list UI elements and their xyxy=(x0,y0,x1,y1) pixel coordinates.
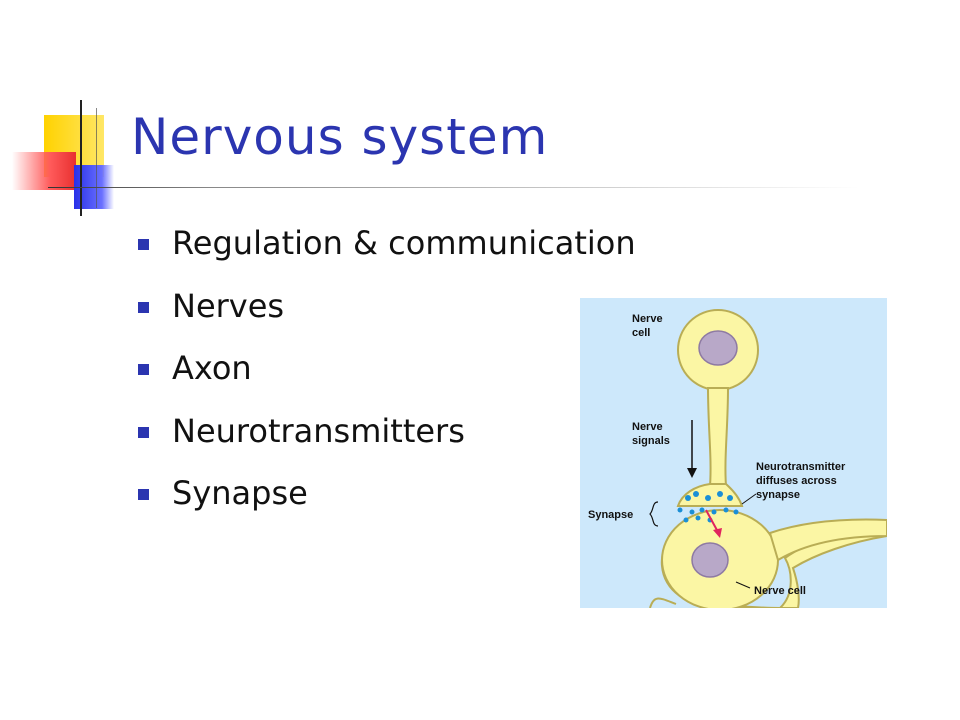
bullet-item: Synapse xyxy=(138,468,636,531)
decor-vertical-line xyxy=(80,100,82,216)
slide-title: Nervous system xyxy=(131,108,549,166)
bullet-text: Synapse xyxy=(172,474,308,512)
diffusion-arrow-icon xyxy=(705,509,722,538)
lower-left-branch xyxy=(649,597,677,608)
label-nerve-cell-top-2: cell xyxy=(632,327,650,339)
bullet-text: Nerves xyxy=(172,286,285,325)
bullet-square-icon xyxy=(138,426,149,438)
nerve-cell-pointer xyxy=(735,581,751,589)
bullet-square-icon xyxy=(138,239,149,250)
bullet-item: Regulation & communication xyxy=(138,218,636,281)
bullet-item: Axon xyxy=(138,343,636,406)
bullet-square-icon xyxy=(138,301,149,313)
bullet-square-icon xyxy=(138,489,149,500)
bullet-item: Nerves xyxy=(138,281,636,344)
label-nerve-cell-top-1: Nerve xyxy=(632,313,663,325)
label-nerve-signals-1: Nerve xyxy=(632,421,663,433)
decor-red-block xyxy=(12,152,76,190)
label-nerve-cell-bottom: Nerve cell xyxy=(754,585,806,597)
label-neurotransmitter-3: synapse xyxy=(756,489,800,501)
bullet-text: Axon xyxy=(172,349,252,387)
bullet-square-icon xyxy=(138,364,149,375)
label-synapse: Synapse xyxy=(588,509,633,521)
bullet-item: Neurotransmitters xyxy=(138,406,636,469)
label-neurotransmitter-1: Neurotransmitter xyxy=(756,461,846,473)
bullet-text: Regulation & communication xyxy=(172,224,636,262)
synapse-brace xyxy=(649,501,659,527)
axon xyxy=(706,387,730,487)
upper-nucleus xyxy=(698,330,738,366)
bullet-list: Regulation & communication Nerves Axon N… xyxy=(138,218,636,531)
axon-terminal xyxy=(676,483,744,507)
lower-dendrite xyxy=(768,518,887,562)
bullet-text: Neurotransmitters xyxy=(172,411,465,450)
label-nerve-signals-2: signals xyxy=(632,435,670,447)
decor-vertical-line-2 xyxy=(96,108,97,208)
nerve-signal-arrow-icon xyxy=(687,420,697,478)
lower-nucleus xyxy=(691,542,729,578)
neurotransmitter-dots xyxy=(677,491,739,523)
decor-horizontal-rule xyxy=(48,187,860,188)
label-neurotransmitter-2: diffuses across xyxy=(756,475,837,487)
neurotransmitter-pointer xyxy=(741,493,757,505)
synapse-diagram: Nerve cell Nerve signals Neurotransmitte… xyxy=(580,298,887,608)
